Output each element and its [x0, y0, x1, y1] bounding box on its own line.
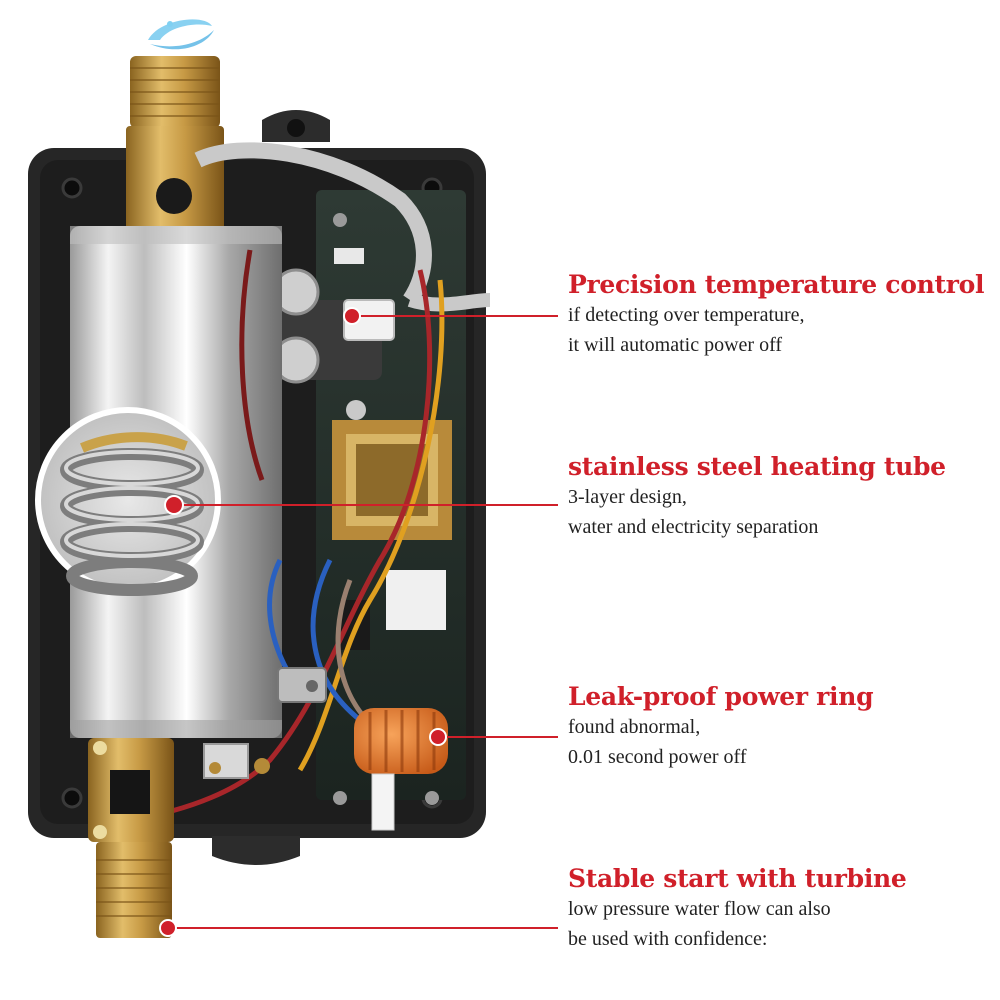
callout-power-ring: Leak-proof power ring found abnormal, 0.… — [568, 682, 988, 772]
terminal-block — [203, 743, 249, 779]
callout-line: 3-layer design, — [568, 486, 687, 508]
callout-line: be used with confidence: — [568, 928, 768, 950]
callout-dots — [159, 307, 447, 937]
callout-title: Stable start with turbine — [568, 864, 907, 893]
callout-line: low pressure water flow can also — [568, 898, 831, 920]
wiring — [129, 249, 445, 823]
callout-line: found abnormal, — [568, 716, 701, 738]
ribbon-cable — [194, 142, 432, 305]
water-splash-icon — [148, 19, 214, 50]
wire-clamp — [277, 667, 327, 703]
callout-line: water and electricity separation — [568, 516, 819, 538]
callout-heating-tube: stainless steel heating tube 3-layer des… — [568, 452, 988, 542]
inlet-pipe — [126, 56, 224, 230]
turbine-outlet-pipe — [88, 738, 174, 938]
heating-coil-zoom — [35, 407, 221, 596]
callout-line: if detecting over temperature, — [568, 304, 805, 326]
callout-line: it will automatic power off — [568, 334, 783, 356]
callout-title: Leak-proof power ring — [568, 682, 874, 711]
callout-title: stainless steel heating tube — [568, 452, 946, 481]
leak-proof-ring — [354, 708, 448, 831]
callout-turbine: Stable start with turbine low pressure w… — [568, 864, 988, 954]
callout-title: Precision temperature control — [568, 270, 985, 299]
callout-leaders — [168, 315, 558, 929]
callout-temperature-control: Precision temperature control if detecti… — [568, 270, 988, 360]
callout-line: 0.01 second power off — [568, 746, 747, 768]
